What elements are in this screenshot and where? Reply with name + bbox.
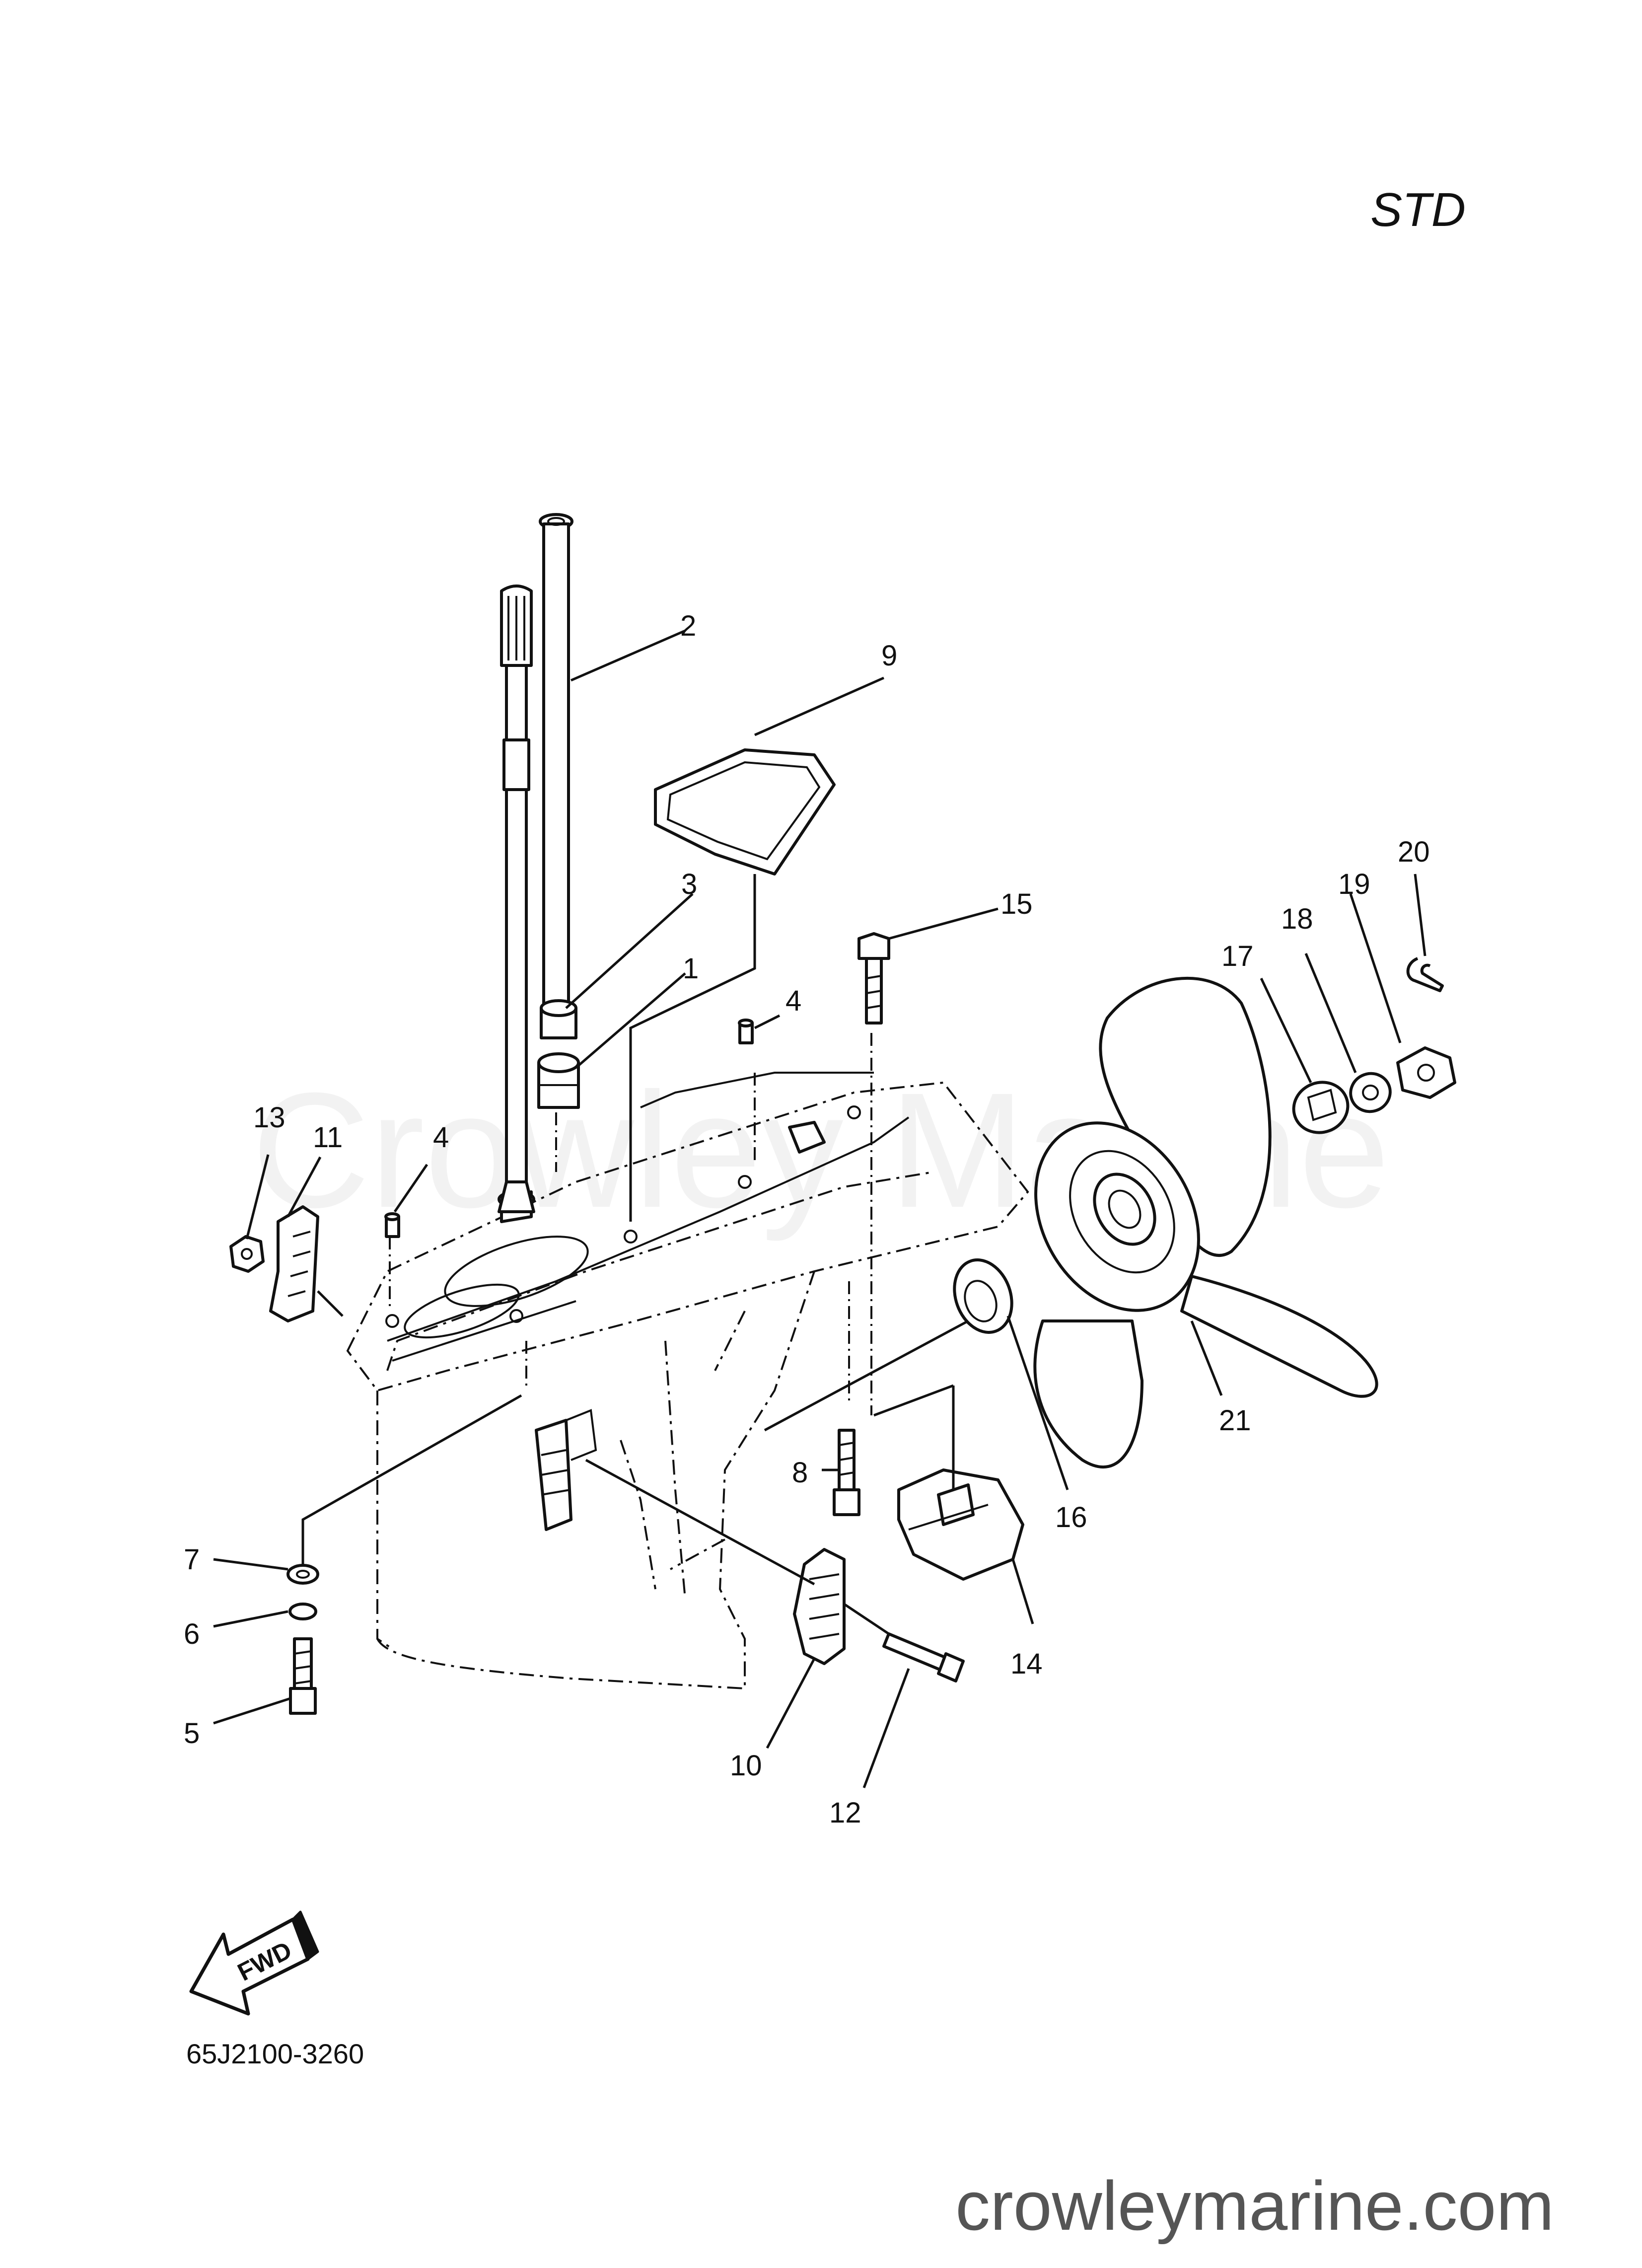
callout-13: 13 bbox=[253, 1101, 286, 1134]
diagram-code: 65J2100-3260 bbox=[186, 2038, 364, 2069]
part-grommet[interactable] bbox=[540, 999, 577, 1039]
part-bolt-lower[interactable] bbox=[289, 1637, 317, 1715]
part-anode-side[interactable] bbox=[269, 1205, 319, 1322]
part-bolt-upper[interactable] bbox=[857, 932, 890, 1024]
part-seal[interactable] bbox=[537, 1052, 580, 1109]
callout-6: 6 bbox=[184, 1618, 200, 1650]
part-gasket[interactable] bbox=[654, 748, 836, 876]
part-thrust-washer[interactable] bbox=[945, 1252, 1022, 1341]
callout-21: 21 bbox=[1219, 1404, 1251, 1437]
fwd-arrow-icon: FWD bbox=[189, 1910, 319, 2016]
part-water-pipe[interactable] bbox=[539, 513, 573, 1029]
callout-18: 18 bbox=[1281, 903, 1313, 935]
part-screw[interactable] bbox=[882, 1632, 965, 1683]
callout-11: 11 bbox=[313, 1121, 343, 1154]
variant-label: STD bbox=[1370, 183, 1466, 236]
callout-20: 20 bbox=[1398, 836, 1430, 868]
leader-lines bbox=[213, 629, 1427, 1788]
part-castle-nut[interactable] bbox=[1396, 1046, 1456, 1099]
callout-4-lower: 4 bbox=[433, 1121, 449, 1154]
callout-12: 12 bbox=[829, 1797, 861, 1829]
site-url: crowleymarine.com bbox=[955, 2167, 1554, 2245]
callout-19: 19 bbox=[1338, 868, 1370, 900]
part-dowel-pin-upper[interactable] bbox=[738, 1019, 754, 1044]
callout-3: 3 bbox=[681, 868, 697, 900]
callout-5: 5 bbox=[184, 1717, 200, 1750]
part-cotter-pin[interactable] bbox=[1406, 957, 1444, 992]
part-nut[interactable] bbox=[229, 1235, 265, 1273]
callout-15: 15 bbox=[1000, 888, 1033, 920]
callout-labels: 1 2 3 4 4 5 6 7 8 9 10 11 12 13 14 15 16… bbox=[184, 610, 1430, 1829]
part-spacer[interactable] bbox=[1286, 1075, 1355, 1140]
part-trim-tab[interactable] bbox=[897, 1468, 1024, 1581]
part-spring-washer[interactable] bbox=[288, 1603, 317, 1620]
callout-17: 17 bbox=[1221, 940, 1254, 972]
callout-14: 14 bbox=[1010, 1648, 1043, 1680]
part-washer[interactable] bbox=[286, 1564, 319, 1585]
part-drive-shaft[interactable] bbox=[498, 585, 535, 1213]
callout-7: 7 bbox=[184, 1543, 200, 1576]
callout-8: 8 bbox=[792, 1457, 808, 1489]
part-anode-rear[interactable] bbox=[793, 1548, 846, 1665]
callout-4-upper: 4 bbox=[785, 985, 801, 1017]
callout-9: 9 bbox=[881, 640, 897, 672]
callout-1: 1 bbox=[683, 952, 699, 985]
callout-16: 16 bbox=[1055, 1501, 1087, 1534]
part-washer-prop[interactable] bbox=[1345, 1068, 1395, 1117]
part-bolt-middle[interactable] bbox=[833, 1429, 860, 1516]
callout-10: 10 bbox=[730, 1750, 762, 1782]
part-propeller[interactable] bbox=[1003, 976, 1378, 1468]
callout-2: 2 bbox=[680, 610, 696, 642]
part-dowel-pin-lower[interactable] bbox=[384, 1212, 400, 1238]
